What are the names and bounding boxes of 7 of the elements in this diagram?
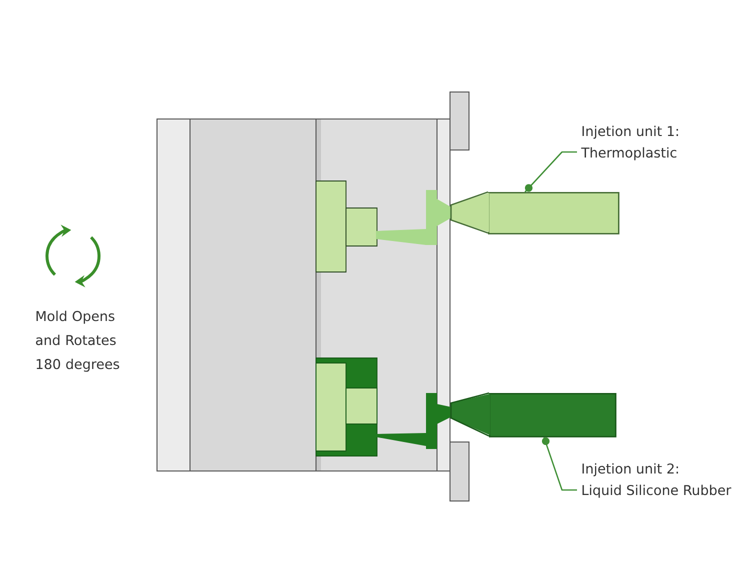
callout-text: Injetion unit 1: Thermoplastic	[581, 126, 678, 160]
label-text: Mold Opens and Rotates 180 degrees	[36, 310, 120, 372]
leader-line	[542, 437, 577, 491]
injection-barrel	[450, 392, 616, 438]
injection-barrel	[450, 191, 620, 234]
leader-line	[524, 151, 577, 192]
callout-text: Injetion unit 2: Liquid Silicone Rubber	[582, 463, 732, 498]
